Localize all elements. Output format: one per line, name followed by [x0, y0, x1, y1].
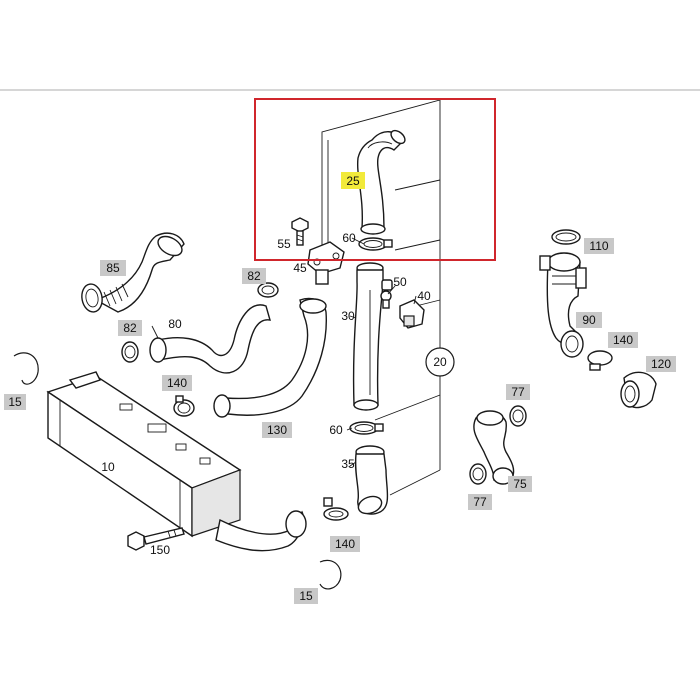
callout-50[interactable]: 50 — [393, 275, 407, 289]
bolt-150[interactable] — [127, 527, 185, 551]
callout-20[interactable]: 20 — [433, 355, 447, 369]
callout-150[interactable]: 150 — [150, 543, 170, 557]
screw-50[interactable] — [380, 290, 392, 309]
callout-35[interactable]: 35 — [341, 457, 355, 471]
callout-30[interactable]: 30 — [341, 309, 355, 323]
hose-85[interactable] — [80, 232, 186, 314]
elbow-35[interactable] — [354, 445, 389, 517]
highlight-frame — [254, 98, 496, 261]
sensor-45[interactable] — [307, 241, 345, 285]
callout-75[interactable]: 75 — [513, 477, 527, 491]
clamp-60-upper[interactable] — [358, 237, 393, 251]
clamp-140-left[interactable] — [173, 395, 195, 417]
callout-60-lower[interactable]: 60 — [329, 423, 343, 437]
hose-130[interactable] — [213, 297, 327, 418]
callout-40[interactable]: 40 — [417, 289, 431, 303]
callout-77-lower[interactable]: 77 — [473, 495, 487, 509]
hose-90[interactable] — [539, 252, 587, 345]
callout-80[interactable]: 80 — [168, 317, 182, 331]
callout-10[interactable]: 10 — [101, 460, 115, 474]
callout-140-right[interactable]: 140 — [613, 333, 633, 347]
callout-85[interactable]: 85 — [106, 261, 120, 275]
callout-25[interactable]: 25 — [346, 174, 360, 188]
seal-ring-82-left[interactable] — [121, 341, 139, 363]
callout-77-upper[interactable]: 77 — [511, 385, 525, 399]
callout-55[interactable]: 55 — [277, 237, 291, 251]
hose-25[interactable] — [356, 128, 408, 235]
seal-ring-82-upper[interactable] — [257, 282, 279, 298]
callout-25-bg — [341, 172, 365, 189]
callout-45[interactable]: 45 — [293, 261, 307, 275]
callout-82-upper[interactable]: 82 — [247, 269, 261, 283]
seal-ring-77-lower[interactable] — [469, 463, 487, 485]
callout-140-left[interactable]: 140 — [167, 376, 187, 390]
screw-55[interactable] — [291, 217, 309, 246]
clamp-140-center[interactable] — [323, 497, 349, 521]
elbow-120[interactable] — [620, 371, 657, 409]
clamp-60-lower[interactable] — [349, 421, 384, 435]
hook-15-left[interactable] — [13, 352, 39, 385]
callout-82-left[interactable]: 82 — [123, 321, 137, 335]
callout-20-circle — [425, 347, 455, 377]
hose-80[interactable] — [149, 304, 271, 374]
clamp-140-right[interactable] — [560, 330, 613, 371]
callout-60-upper[interactable]: 60 — [342, 231, 356, 245]
seal-ring-77-upper[interactable] — [509, 405, 527, 427]
callout-120[interactable]: 120 — [651, 357, 671, 371]
hook-15-bottom[interactable] — [319, 559, 342, 590]
callout-labels: 25 55 60 45 50 40 30 20 110 85 82 82 80 … — [4, 172, 676, 604]
callout-15-bottom[interactable]: 15 — [299, 589, 313, 603]
callout-110[interactable]: 110 — [589, 239, 608, 253]
callout-130[interactable]: 130 — [267, 423, 287, 437]
intercooler-10[interactable] — [46, 371, 307, 552]
seal-ring-110[interactable] — [551, 229, 581, 245]
pipe-30[interactable] — [352, 262, 393, 411]
leader-lines — [151, 237, 440, 467]
callout-15-left[interactable]: 15 — [8, 395, 22, 409]
sensor-40[interactable] — [399, 299, 425, 329]
callout-140-center[interactable]: 140 — [335, 537, 355, 551]
callout-90[interactable]: 90 — [582, 313, 596, 327]
mounting-plate — [321, 99, 441, 496]
